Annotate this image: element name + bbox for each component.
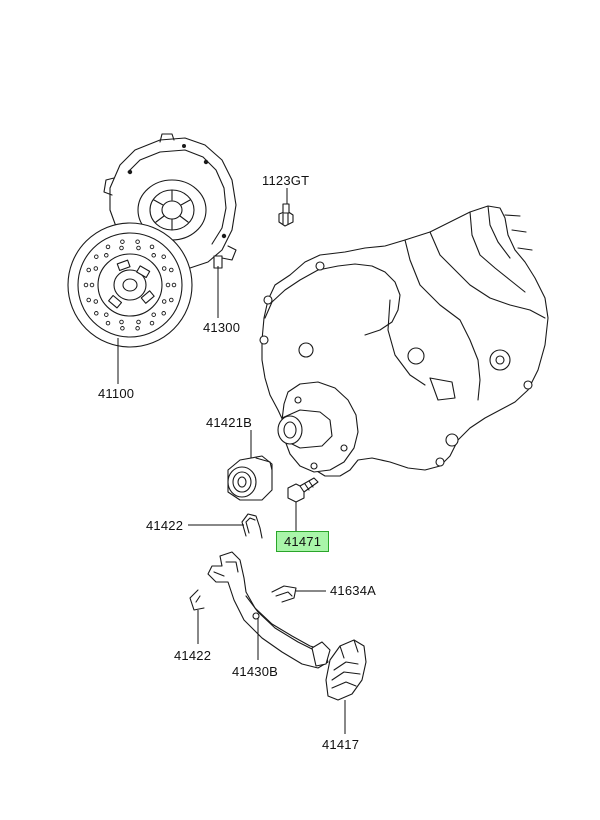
- spring-clip-drawing[interactable]: [271, 585, 297, 603]
- leader-lines: [117, 188, 346, 734]
- rivet-hole: [136, 245, 141, 251]
- rivet-hole: [119, 319, 124, 325]
- rivet-hole: [169, 267, 174, 273]
- rivet-hole: [151, 312, 156, 317]
- label-41421b[interactable]: 41421B: [206, 415, 253, 430]
- label-41471-highlighted[interactable]: 41471: [276, 531, 330, 552]
- label-41417[interactable]: 41417: [322, 737, 360, 752]
- rivet-hole: [169, 297, 174, 303]
- rivet-hole: [135, 239, 140, 244]
- rivet-hole: [104, 253, 109, 258]
- bolt-drawing[interactable]: [278, 203, 294, 227]
- label-41300[interactable]: 41300: [203, 320, 241, 335]
- label-41430b[interactable]: 41430B: [232, 664, 279, 679]
- clip-lower-drawing[interactable]: [189, 589, 205, 611]
- label-41422-upper[interactable]: 41422: [146, 518, 184, 533]
- rivet-hole: [149, 244, 155, 250]
- rivet-hole: [94, 311, 99, 316]
- clutch-disc-drawing[interactable]: [67, 222, 193, 348]
- clip-upper-drawing[interactable]: [241, 513, 263, 539]
- rivet-hole: [161, 299, 167, 304]
- rivet-hole: [86, 297, 91, 303]
- label-41634a[interactable]: 41634A: [330, 583, 377, 598]
- bell-housing-drawing: [277, 381, 359, 473]
- rivet-hole: [105, 320, 111, 326]
- rivet-hole: [151, 253, 156, 258]
- rivet-hole: [165, 282, 171, 288]
- label-1123gt[interactable]: 1123GT: [262, 173, 310, 188]
- rivet-hole: [161, 311, 166, 316]
- rivet-hole: [94, 254, 99, 259]
- release-bearing-drawing[interactable]: [227, 455, 273, 501]
- rivet-hole: [86, 267, 91, 273]
- label-41100[interactable]: 41100: [98, 386, 135, 401]
- label-41422-lower[interactable]: 41422: [174, 648, 212, 663]
- rivet-hole: [161, 254, 166, 259]
- rivet-hole: [120, 326, 125, 331]
- rivet-hole: [105, 244, 111, 250]
- rivet-hole: [149, 320, 155, 326]
- rivet-hole: [89, 282, 95, 288]
- rivet-hole: [93, 299, 99, 304]
- rivet-hole: [161, 266, 167, 271]
- rivet-hole: [171, 282, 177, 288]
- boot-drawing[interactable]: [325, 639, 367, 701]
- rivet-hole: [136, 319, 141, 325]
- rivet-hole: [120, 239, 125, 244]
- release-fork-drawing[interactable]: [207, 551, 331, 669]
- pivot-bolt-drawing[interactable]: [287, 477, 319, 503]
- rivet-hole: [135, 326, 140, 331]
- rivet-hole: [93, 266, 99, 271]
- rivet-hole: [83, 282, 89, 288]
- rivet-hole: [119, 245, 124, 251]
- rivet-hole: [104, 312, 109, 317]
